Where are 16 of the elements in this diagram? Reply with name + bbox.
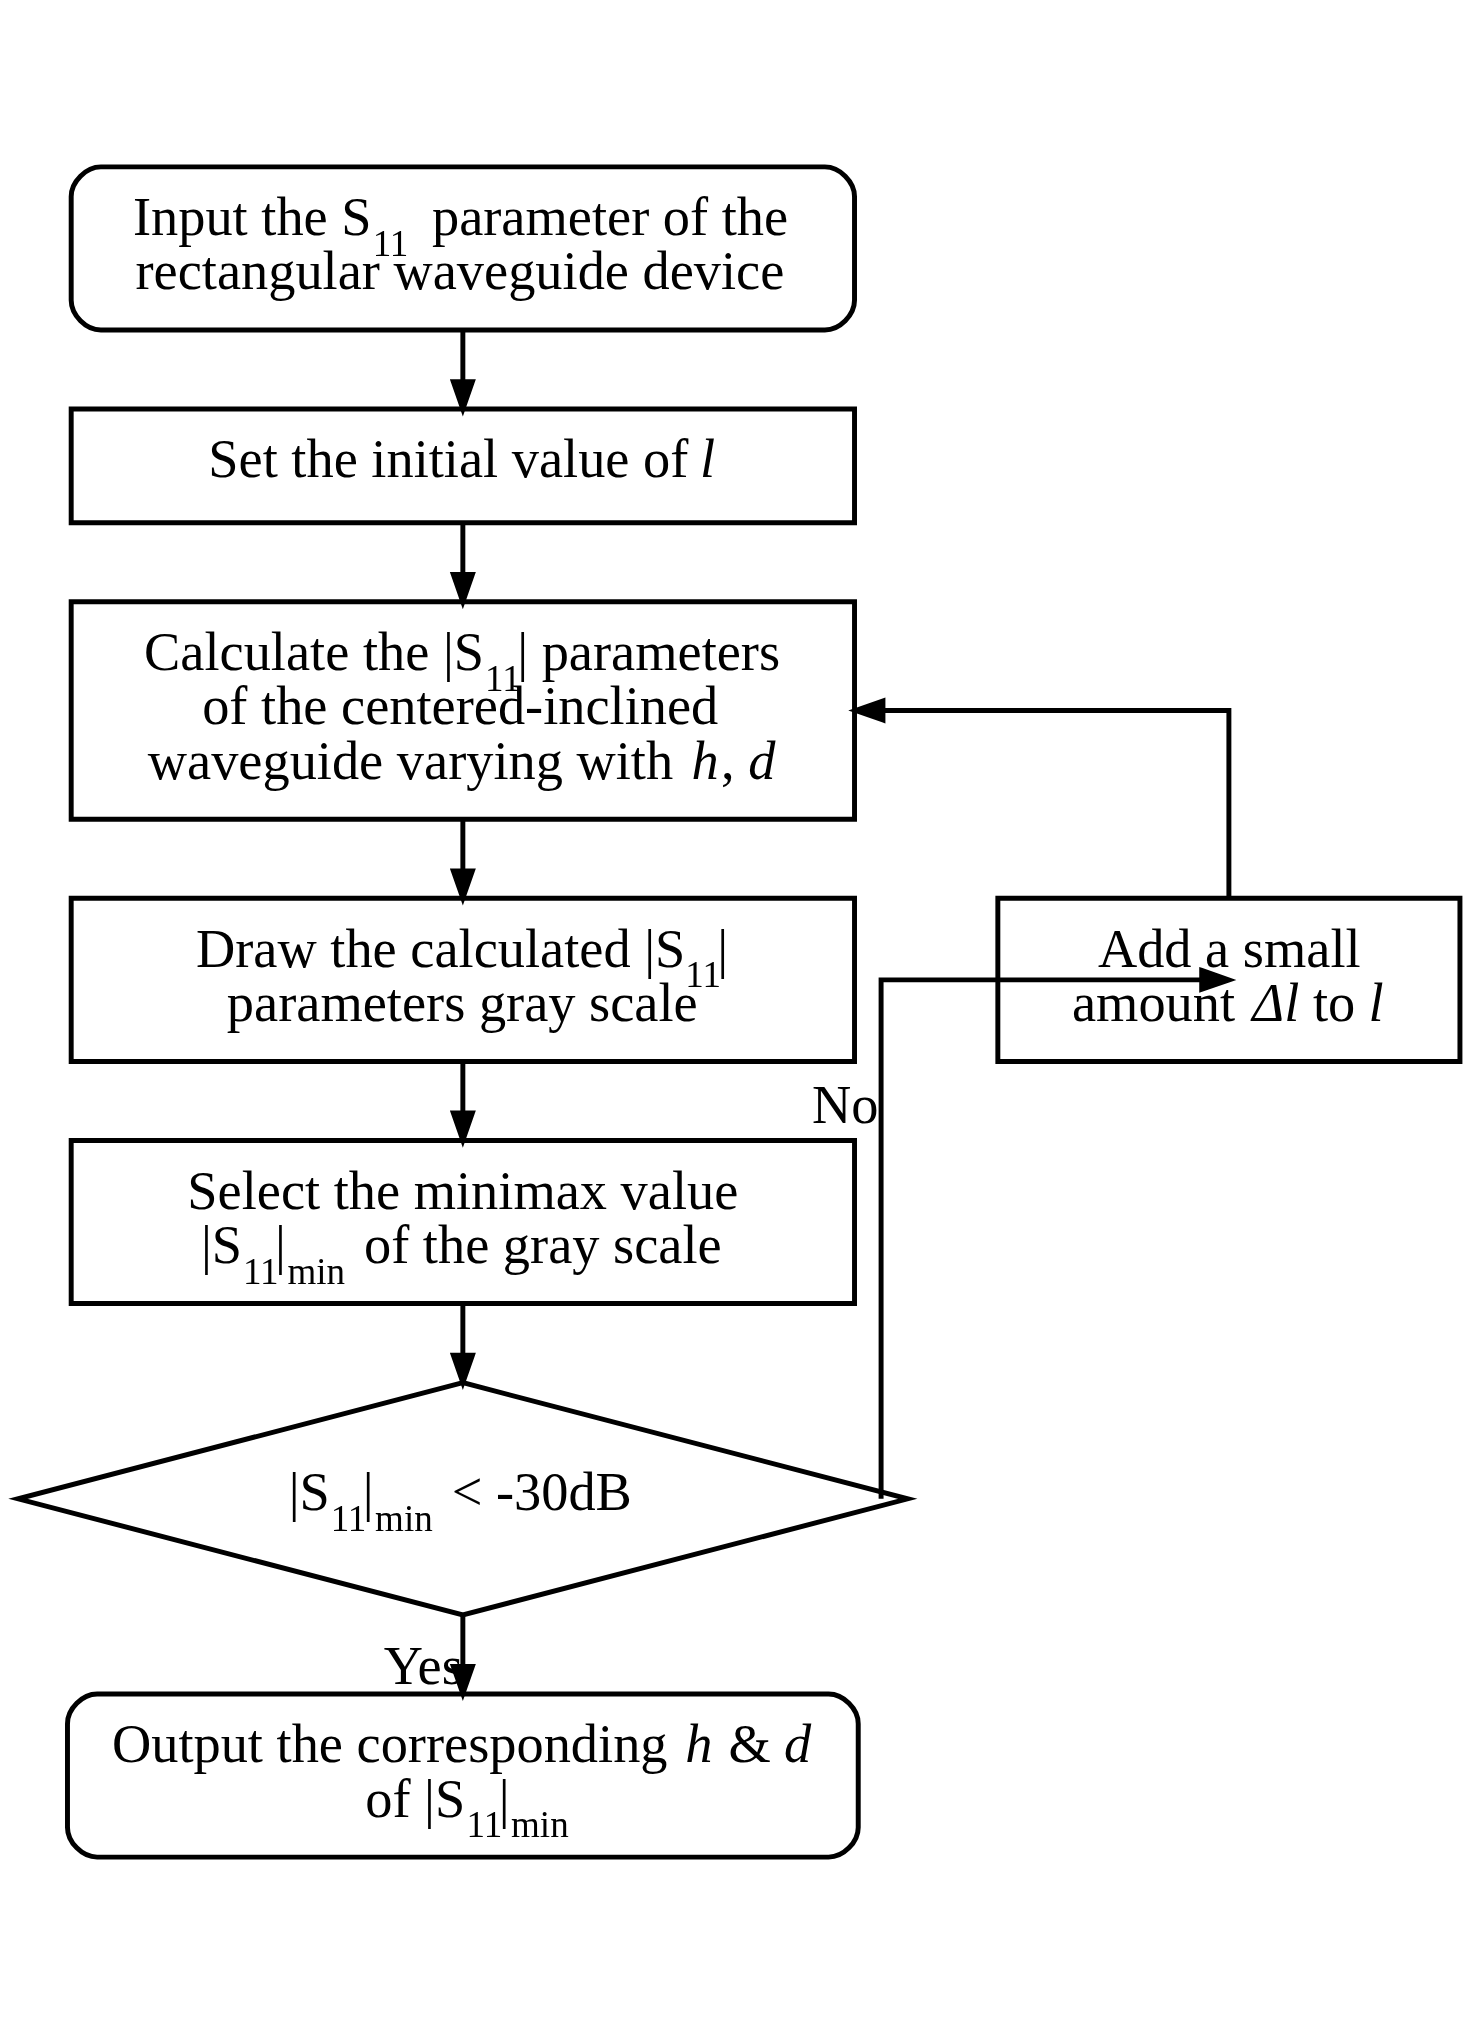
arrow xyxy=(449,1303,476,1390)
arrow xyxy=(848,697,1232,898)
arrow xyxy=(449,329,476,416)
arrow xyxy=(449,1061,476,1148)
node-box: Set the initial value of l xyxy=(68,406,857,525)
arrow xyxy=(449,818,476,905)
node-box: Output the corresponding h & d of |S$_{11}$|$_{min}$ xyxy=(65,1691,861,1860)
node-box: Calculate the |S$_{11}$| parameters of the centered-inclined waveguide varying with h, d xyxy=(68,598,857,822)
node-box: Add a small amount Δl to l xyxy=(995,895,1463,1064)
arrow xyxy=(878,966,1237,1499)
arrow xyxy=(449,522,476,609)
node-box: Select the minimax value |S$_{11}$|$_{min}$ of the gray scale xyxy=(68,1137,857,1306)
node-diamond: |S$_{11}$|$_{min}$ < -30dB xyxy=(8,1379,918,1617)
node-box: Draw the calculated |S$_{11}$| parameters gray scale xyxy=(68,895,857,1064)
edge-label: No xyxy=(811,1074,879,1135)
node-box: Input the S$_{11}$ parameter of the rectangular waveguide device xyxy=(68,163,857,332)
